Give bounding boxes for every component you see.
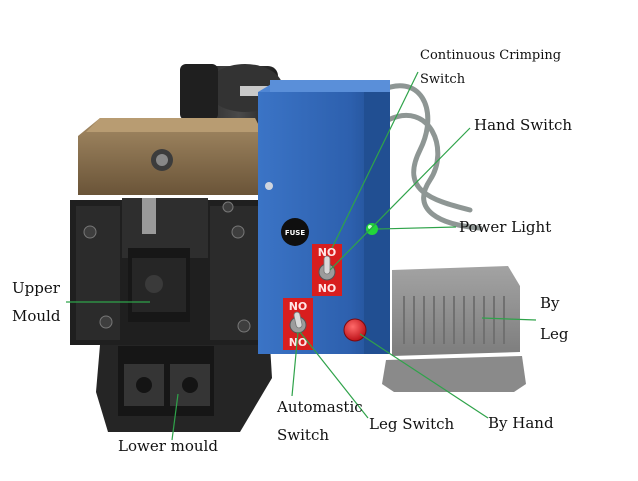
label-continuous-crimping-line2: Switch bbox=[420, 72, 466, 87]
base bbox=[96, 345, 272, 432]
leader-automastic bbox=[291, 331, 299, 397]
leader-by-hand bbox=[359, 333, 489, 419]
label-by-hand: By Hand bbox=[488, 414, 554, 432]
label-automastic-line2: Switch bbox=[277, 426, 330, 444]
leader-power-light bbox=[377, 226, 457, 230]
label-by-leg-line1: By bbox=[540, 294, 560, 312]
no-plate-bottom: NO bbox=[289, 336, 308, 349]
no-plate-top: NO bbox=[318, 246, 337, 259]
label-by-leg-line2: Leg bbox=[540, 325, 569, 343]
brass-top-block bbox=[78, 118, 262, 195]
label-upper-mould-line2: Mould bbox=[12, 307, 61, 325]
push-button-icon[interactable] bbox=[343, 318, 367, 342]
label-continuous-crimping-line1: Continuous Crimping bbox=[420, 48, 562, 63]
label-leg-switch: Leg Switch bbox=[369, 415, 455, 433]
label-hand-switch: Hand Switch bbox=[474, 116, 573, 134]
led-icon bbox=[366, 223, 378, 235]
continuous-crimping-switch[interactable]: NO NO bbox=[312, 244, 342, 296]
automastic-switch[interactable]: NO NO bbox=[283, 298, 313, 350]
leader-lower-mould bbox=[171, 393, 179, 441]
toggle-switch-icon bbox=[318, 255, 336, 281]
power-cable bbox=[375, 83, 483, 231]
fuse-holder-icon: FUSE bbox=[281, 218, 309, 246]
toggle-switch-icon bbox=[289, 311, 307, 334]
label-lower-mould: Lower mould bbox=[118, 437, 218, 455]
foot-pedal[interactable] bbox=[382, 266, 526, 392]
label-upper-mould-line1: Upper bbox=[12, 279, 60, 297]
fuse-label: FUSE bbox=[285, 229, 306, 237]
leader-continuous-crimping bbox=[331, 71, 419, 249]
label-automastic-line1: Automastic bbox=[277, 398, 363, 416]
lower-mould-cavities bbox=[124, 364, 210, 406]
no-plate-bottom: NO bbox=[318, 282, 337, 295]
control-box bbox=[258, 80, 390, 354]
leader-by-leg bbox=[481, 317, 537, 321]
no-plate-top: NO bbox=[289, 300, 308, 313]
leader-hand-switch bbox=[329, 127, 471, 271]
crimping-head bbox=[70, 198, 268, 345]
leader-leg-switch bbox=[299, 331, 369, 419]
label-power-light: Power Light bbox=[459, 218, 552, 236]
screw-icon bbox=[83, 201, 251, 333]
leader-lines bbox=[66, 71, 537, 441]
